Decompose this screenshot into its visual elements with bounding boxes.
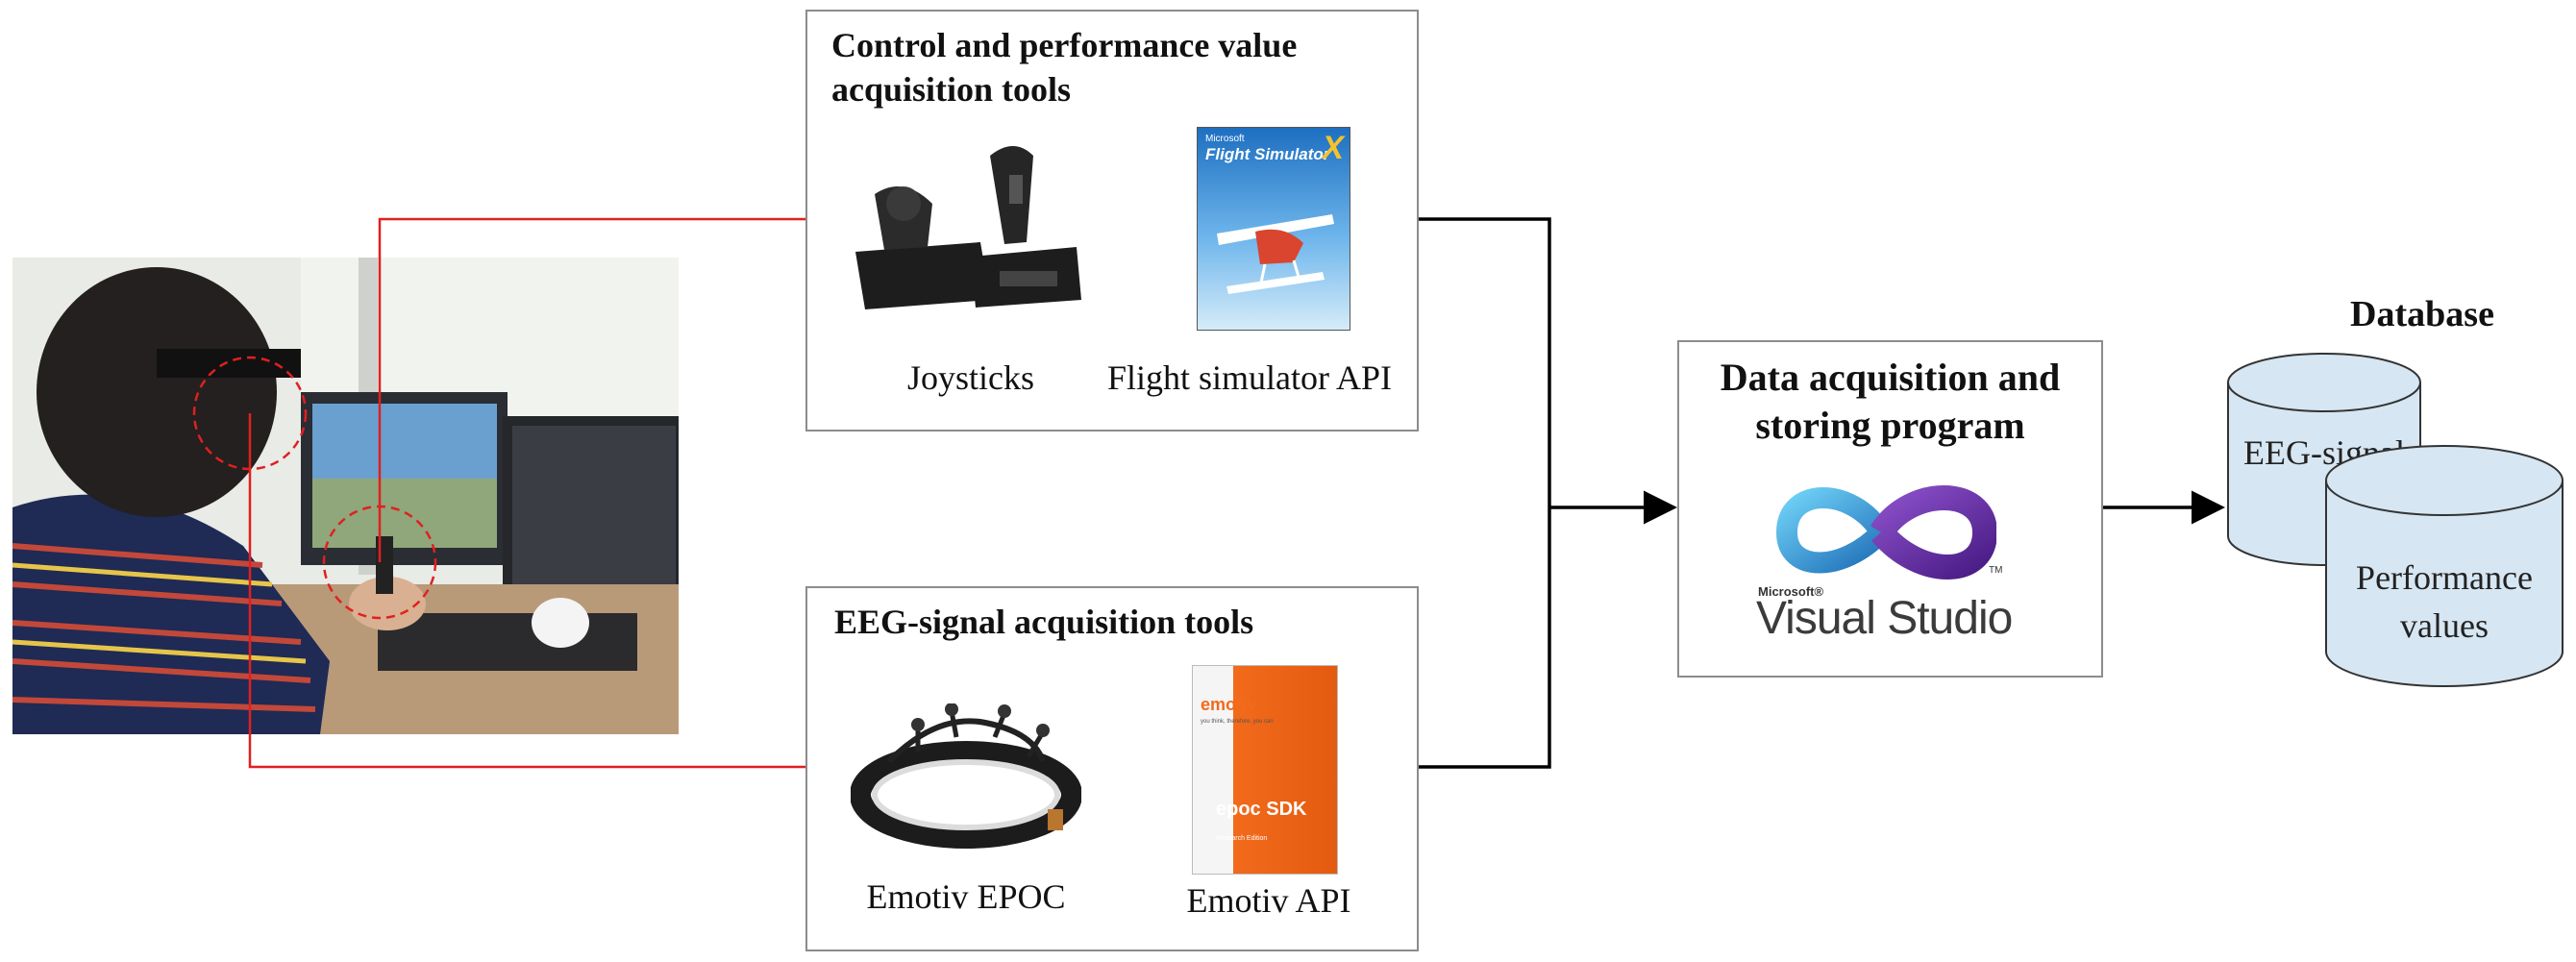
eeg-tools-title: EEG-signal acquisition tools	[834, 603, 1254, 641]
vs-product-name: Visual Studio	[1756, 593, 2013, 644]
control-title-line1: Control and performance value	[831, 26, 1298, 64]
performance-values-line2: values	[2400, 606, 2489, 645]
vs-tm-mark: TM	[1989, 565, 2003, 576]
subject-photo	[12, 258, 685, 734]
epoc-sdk-edition: Research Edition	[1216, 835, 1268, 842]
control-tools-box: Control and performance value acquisitio…	[805, 10, 1419, 432]
epoc-sdk-title: epoc SDK	[1216, 799, 1307, 820]
emotiv-api-label: Emotiv API	[1186, 881, 1351, 920]
control-title-line2: acquisition tools	[831, 70, 1072, 109]
flight-simulator-cover: Microsoft Flight Simulator X	[1197, 127, 1350, 331]
vs-microsoft-text: Microsoft®	[1758, 584, 1824, 599]
fsx-title: Flight Simulator	[1205, 145, 1330, 163]
epoc-headset-image	[851, 703, 1081, 849]
joysticks-label: Joysticks	[906, 358, 1034, 397]
red-connector-joystick	[378, 217, 807, 562]
program-title-line2: storing program	[1755, 404, 2025, 447]
seaplane-icon	[1217, 214, 1334, 294]
program-title-line1: Data acquisition and	[1720, 356, 2061, 399]
data-acquisition-program-box: Data acquisition and storing program TM …	[1677, 340, 2103, 678]
database-title: Database	[2350, 294, 2494, 334]
flight-simulator-api-label: Flight simulator API	[1106, 358, 1393, 397]
emotiv-brand-text: emotiv	[1201, 695, 1257, 714]
joystick-image	[855, 146, 1081, 309]
visual-studio-infinity-logo	[1775, 485, 1996, 580]
database-cylinders: EEG-signal Performance values	[2227, 353, 2564, 687]
emotiv-epoc-label: Emotiv EPOC	[866, 877, 1066, 916]
fsx-brand-small: Microsoft	[1205, 134, 1245, 144]
emotiv-tagline: you think, therefore, you can	[1201, 719, 1274, 725]
red-connector-headset	[248, 413, 807, 769]
flow-line-eeg	[1418, 507, 1551, 769]
flow-line-control	[1418, 217, 1551, 507]
program-title: Data acquisition and storing program	[1679, 354, 2101, 450]
fsx-edition-mark: X	[1322, 130, 1344, 166]
eeg-tools-box: EEG-signal acquisition tools emotiv you …	[805, 586, 1419, 951]
emotiv-sdk-box: emotiv you think, therefore, you can epo…	[1192, 665, 1338, 875]
control-tools-title: Control and performance value acquisitio…	[831, 23, 1297, 111]
performance-values-cylinder: Performance values	[2325, 445, 2564, 687]
performance-values-line1: Performance	[2356, 558, 2533, 597]
